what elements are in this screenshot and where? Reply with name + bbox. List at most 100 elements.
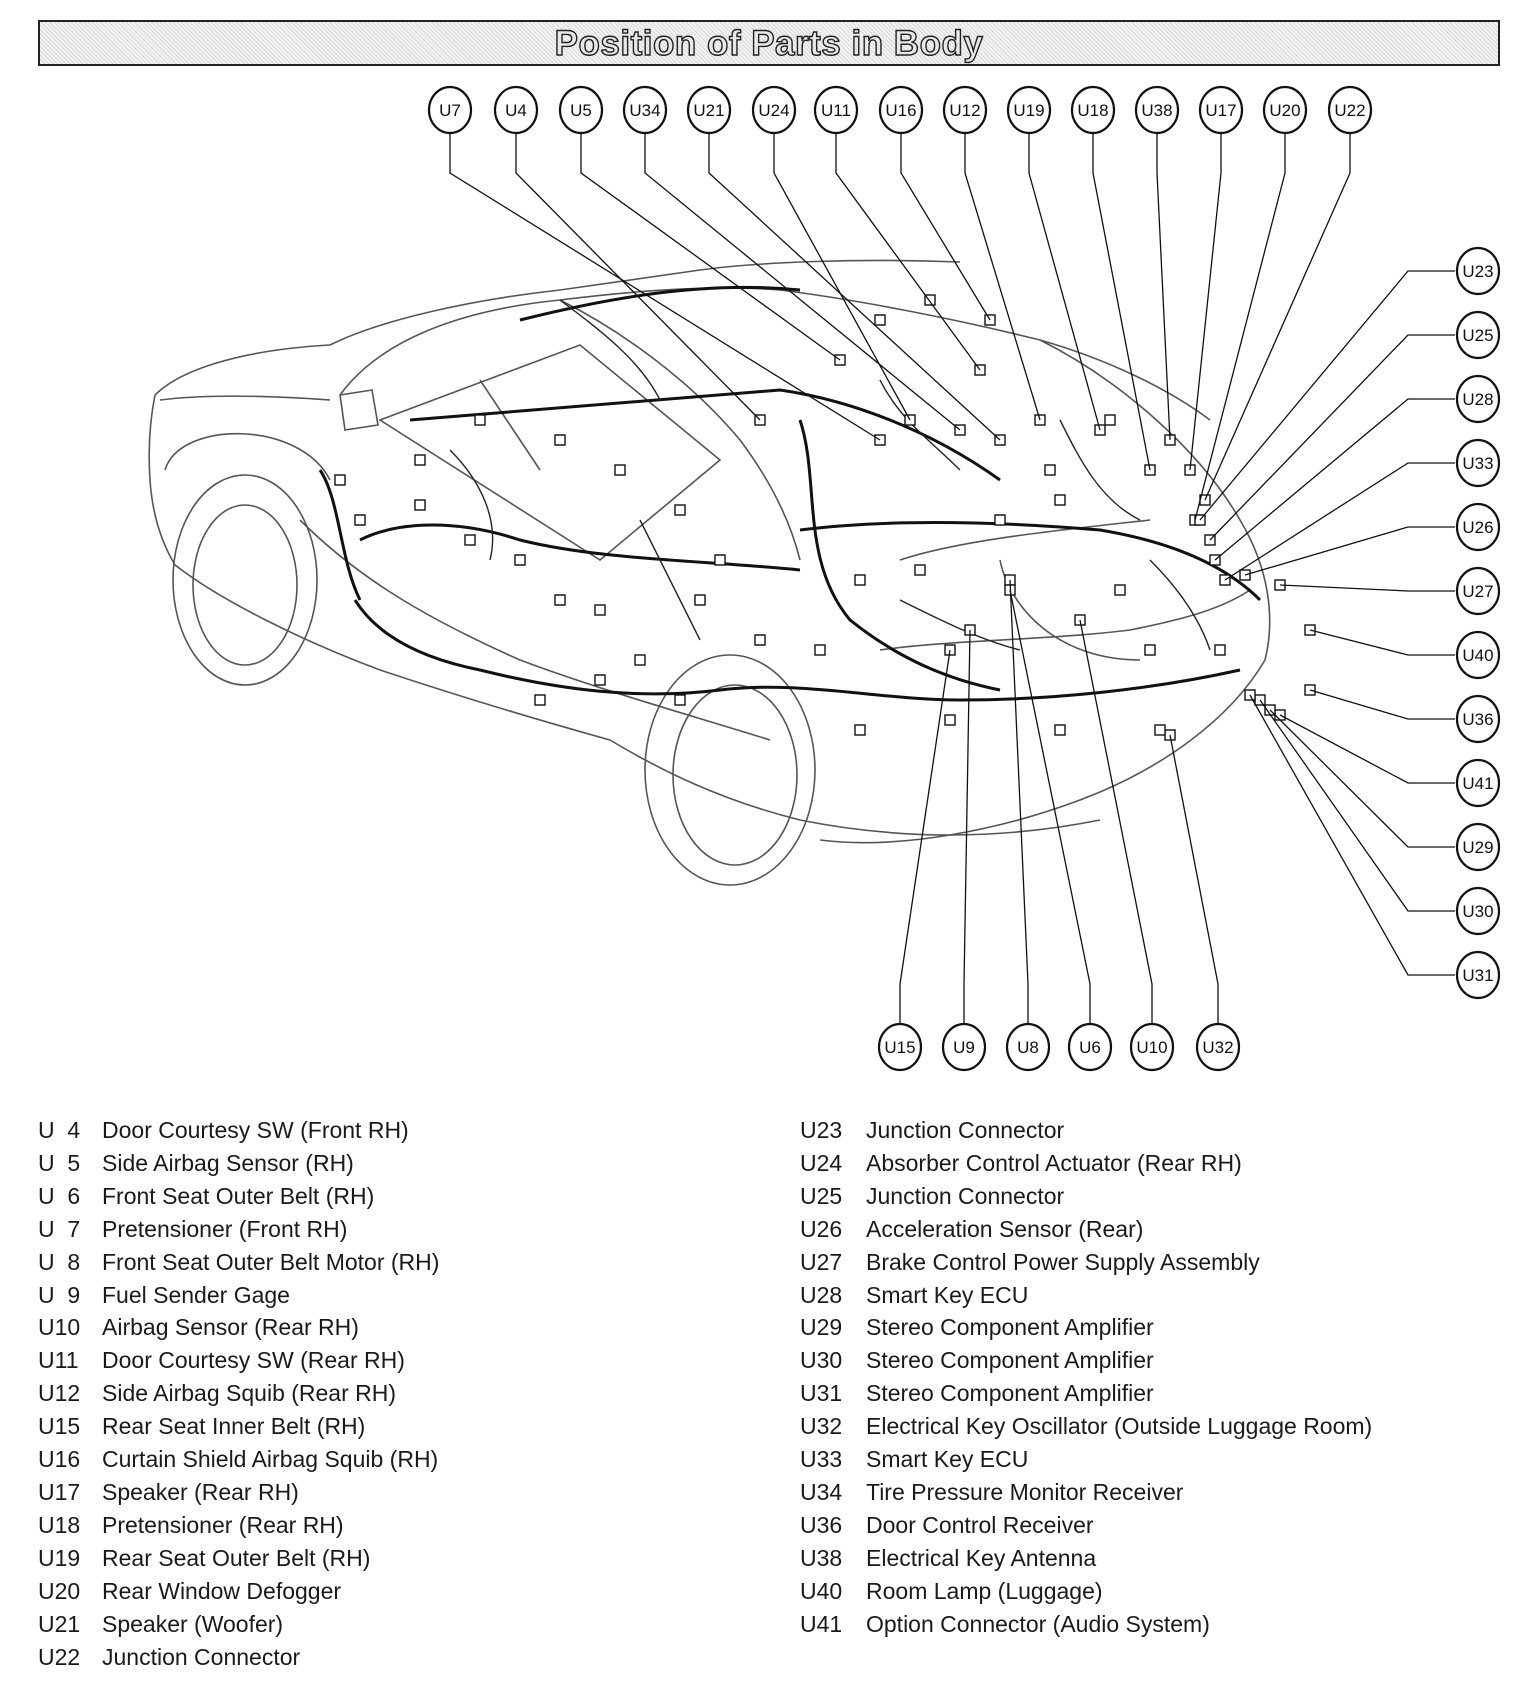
- connector-icon: [944, 714, 956, 726]
- legend-code: U22: [38, 1643, 81, 1670]
- leader-line: [1028, 133, 1101, 431]
- legend-label: Stereo Component Amplifier: [866, 1314, 1154, 1341]
- legend-item: U17 Speaker (Rear RH): [38, 1476, 439, 1509]
- connector-icon: [1154, 724, 1166, 736]
- callout-circle: [813, 85, 859, 135]
- callout-u36: U36: [1455, 694, 1501, 744]
- legend-code: U27: [800, 1248, 843, 1275]
- leader-line: [1204, 133, 1351, 501]
- callout-u41: U41: [1455, 758, 1501, 808]
- callout-label: U11: [821, 101, 851, 120]
- connector-icon: [1214, 644, 1226, 656]
- legend-code: U40: [800, 1577, 843, 1604]
- callout-circle: [558, 85, 604, 135]
- connector-icon: [854, 724, 866, 736]
- legend-label: Junction Connector: [866, 1117, 1065, 1143]
- connector-icon: [474, 414, 486, 426]
- legend-label: Speaker (Woofer): [102, 1610, 284, 1637]
- callout-label: U32: [1202, 1038, 1233, 1057]
- callout-u30: U30: [1455, 886, 1501, 936]
- callout-label: U6: [1079, 1038, 1101, 1057]
- legend-label: Door Courtesy SW (Rear RH): [102, 1347, 405, 1374]
- legend-code: U17: [38, 1478, 81, 1505]
- connector-icon: [674, 694, 686, 706]
- connector-icon: [514, 554, 526, 566]
- legend-code: U41: [800, 1610, 843, 1637]
- leader-line: [1009, 589, 1091, 1024]
- connector-icon: [1054, 724, 1066, 736]
- connector-icon: [1144, 644, 1156, 656]
- callout-u31: U31: [1455, 950, 1501, 1000]
- leader-line: [1189, 133, 1222, 471]
- legend-label: Stereo Component Amplifier: [866, 1380, 1154, 1407]
- leader-line: [1259, 699, 1455, 912]
- connector-icon: [924, 294, 936, 306]
- leader-line: [963, 629, 971, 1024]
- callout-circle: [1198, 85, 1244, 135]
- connector-icon: [754, 634, 766, 646]
- leader-line: [1194, 133, 1286, 521]
- leader-line: [1079, 619, 1153, 1024]
- callout-u26: U26: [1455, 502, 1501, 552]
- callout-circle: [1455, 886, 1501, 936]
- legend-code: U30: [800, 1347, 843, 1374]
- legend-code: U20: [38, 1577, 81, 1604]
- connector-icon: [674, 504, 686, 516]
- leader-line: [1214, 398, 1455, 561]
- connector-icon: [694, 594, 706, 606]
- callout-label: U34: [629, 101, 660, 120]
- callout-label: U25: [1462, 326, 1493, 345]
- legend-label: Pretensioner (Front RH): [102, 1215, 348, 1242]
- callout-label: U4: [505, 101, 527, 120]
- legend-code: U33: [800, 1446, 843, 1473]
- callout-label: U27: [1462, 582, 1493, 601]
- connector-icon: [994, 514, 1006, 526]
- legend-label: Speaker (Rear RH): [102, 1478, 299, 1505]
- legend-item: U20 Rear Window Defogger: [38, 1575, 439, 1608]
- car-body-outline: [148, 259, 1271, 886]
- callout-u33: U33: [1455, 438, 1501, 488]
- leader-line: [1309, 629, 1455, 656]
- legend-code: U12: [38, 1380, 81, 1407]
- leader-lines: [449, 133, 1455, 1024]
- callout-u25: U25: [1455, 310, 1501, 360]
- callout-u12: U12: [942, 85, 988, 135]
- callout-u23: U23: [1455, 246, 1501, 296]
- legend-label: Rear Window Defogger: [102, 1577, 342, 1604]
- legend-label: Front Seat Outer Belt Motor (RH): [102, 1248, 440, 1275]
- legend-label: Door Courtesy SW (Front RH): [102, 1117, 409, 1143]
- callout-circle: [1455, 758, 1501, 808]
- legend-label: Absorber Control Actuator (Rear RH): [866, 1149, 1242, 1176]
- callout-u6: U6: [1067, 1022, 1113, 1072]
- leader-line: [449, 133, 881, 441]
- callout-u21: U21: [686, 85, 732, 135]
- legend-code: U15: [38, 1413, 81, 1440]
- callout-u10: U10: [1129, 1022, 1175, 1072]
- leader-line: [964, 133, 1041, 421]
- leader-line: [1224, 462, 1455, 581]
- callout-circle: [1455, 438, 1501, 488]
- callout-circle: [1455, 950, 1501, 1000]
- callout-u40: U40: [1455, 630, 1501, 680]
- connector-icon: [874, 314, 886, 326]
- callout-u22: U22: [1327, 85, 1373, 135]
- callout-label: U7: [439, 101, 461, 120]
- connector-icon: [594, 674, 606, 686]
- legend-label: Room Lamp (Luggage): [866, 1577, 1103, 1604]
- legend-label: Curtain Shield Airbag Squib (RH): [102, 1446, 439, 1473]
- callout-label: U17: [1205, 101, 1236, 120]
- callout-label: U30: [1462, 902, 1493, 921]
- legend-code: U 5: [38, 1149, 81, 1176]
- callout-circle: [686, 85, 732, 135]
- callout-label: U8: [1017, 1038, 1039, 1057]
